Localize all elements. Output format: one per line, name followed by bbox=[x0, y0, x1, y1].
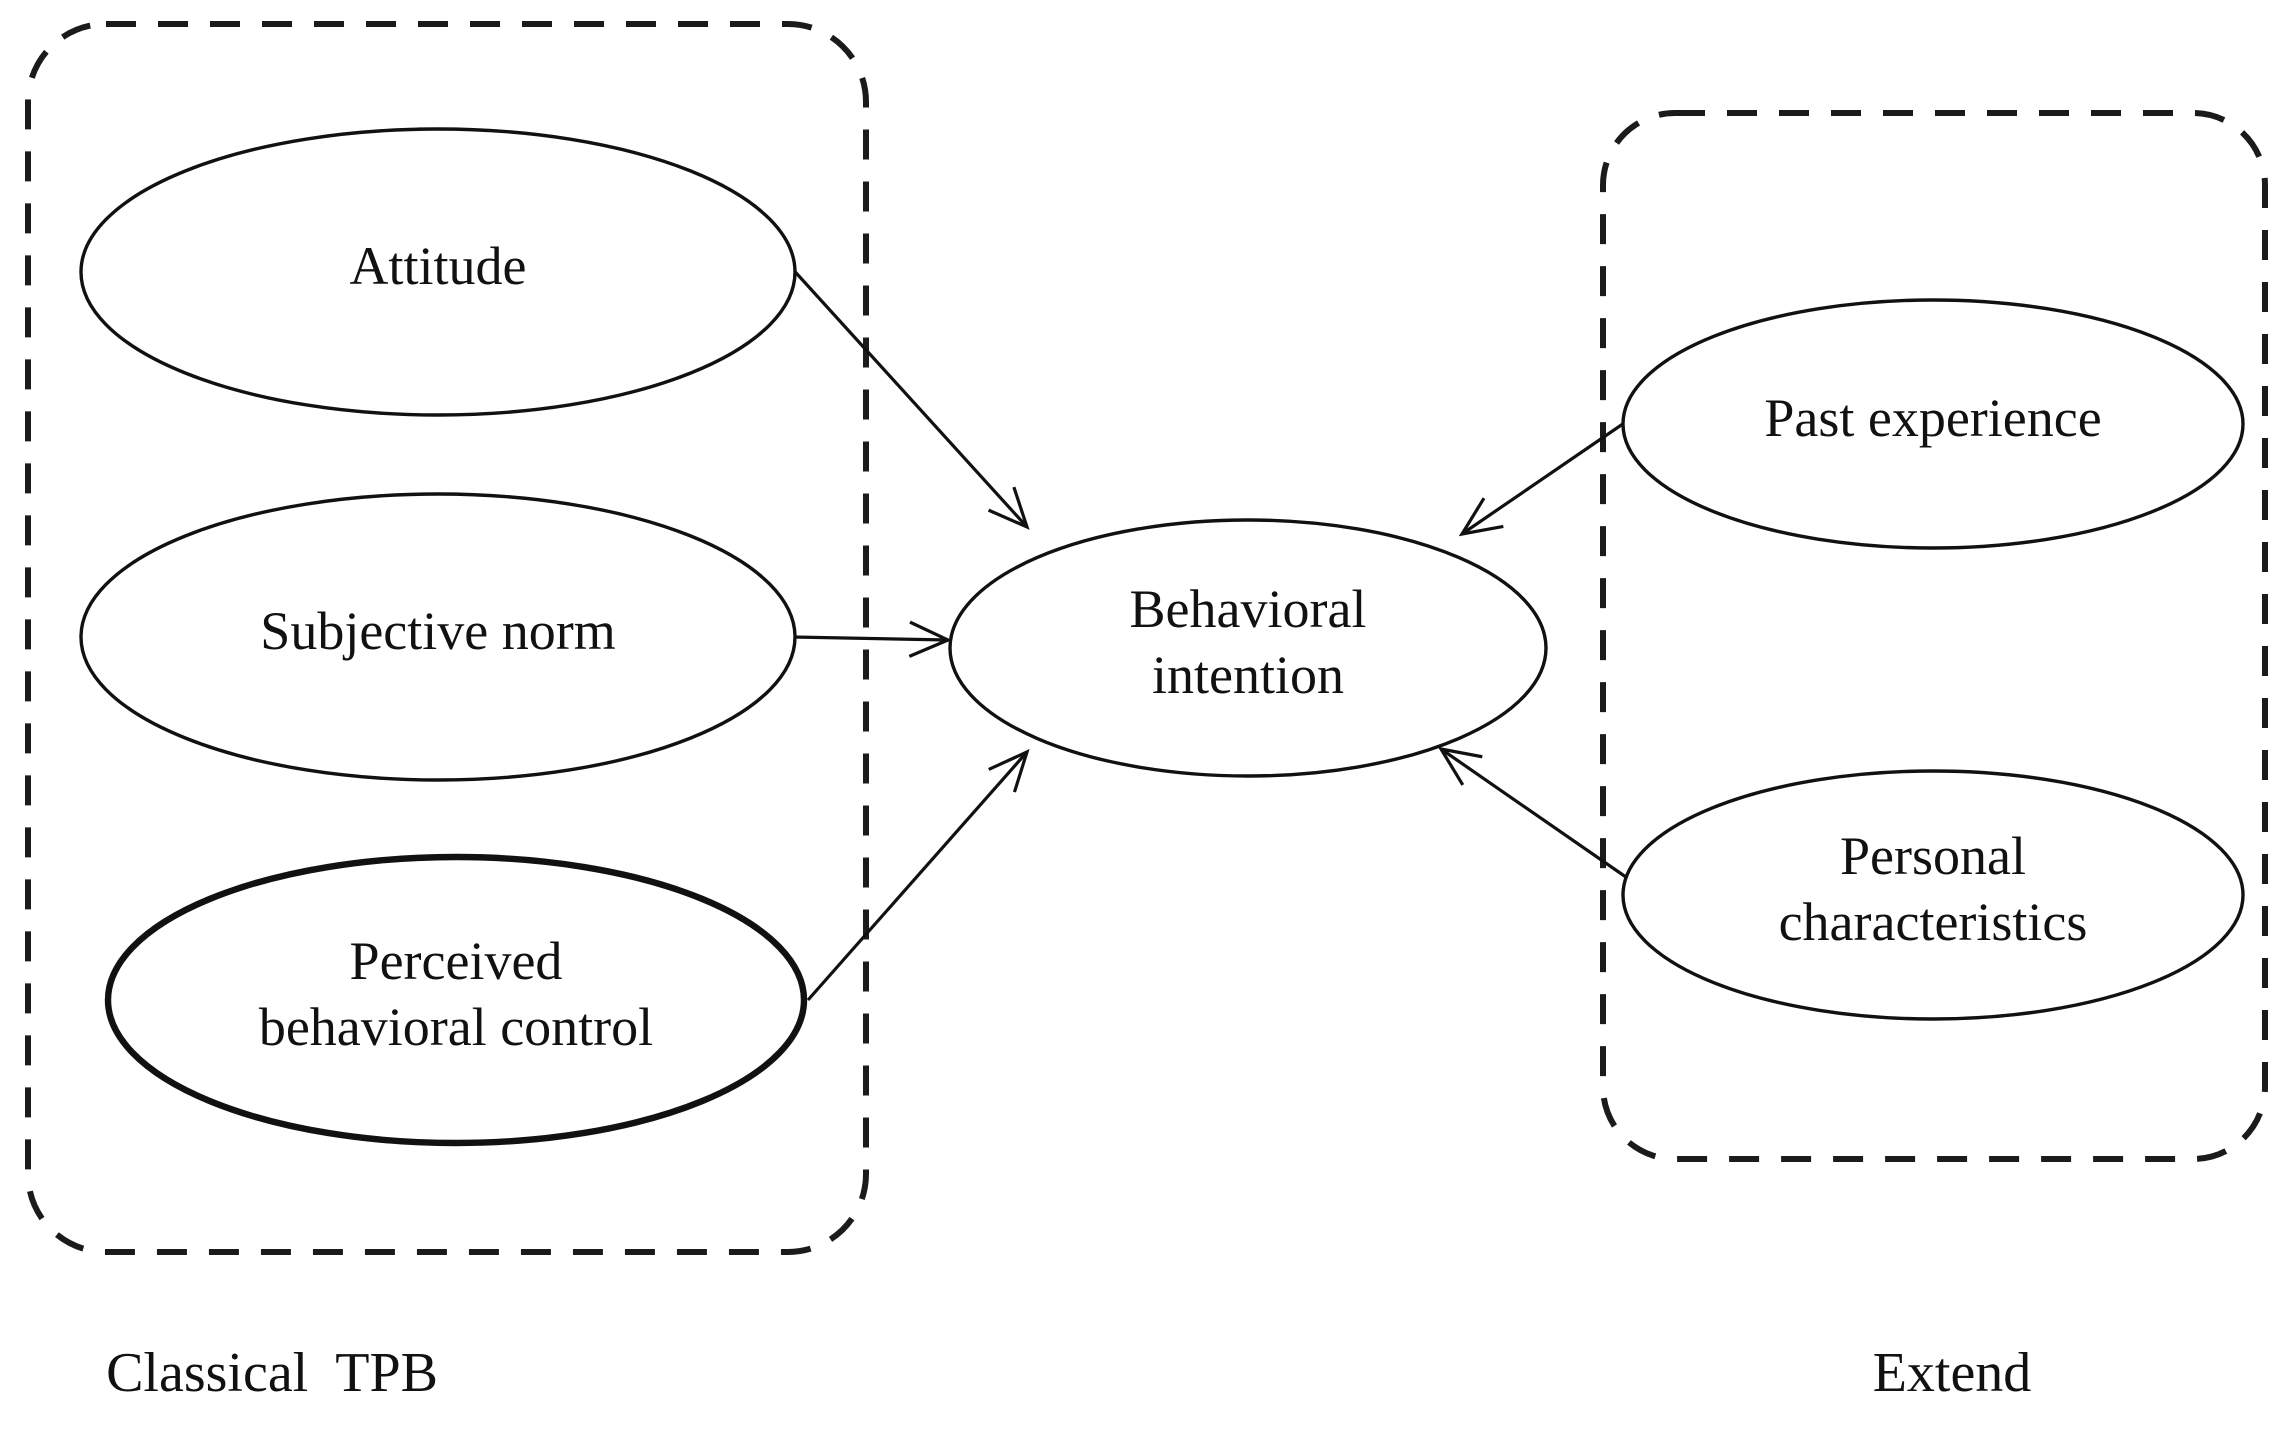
group-boxes bbox=[25, 21, 2268, 1255]
arrowhead-icon bbox=[908, 620, 952, 658]
arrowhead-icon bbox=[988, 749, 1030, 793]
node-ellipse bbox=[79, 127, 797, 417]
edge-personal-characteristics-to-intention bbox=[1437, 746, 1637, 886]
arrowhead-icon bbox=[1437, 746, 1483, 786]
node-ellipse bbox=[79, 492, 797, 782]
node-label: Attitude bbox=[350, 236, 527, 296]
edge-attitude-to-intention bbox=[786, 262, 1030, 530]
edge-subjective-norm-to-intention bbox=[792, 620, 952, 658]
edge-line bbox=[792, 635, 949, 642]
node-ellipse bbox=[1621, 769, 2245, 1021]
arrowhead-icon bbox=[1458, 497, 1504, 537]
edge-line bbox=[786, 262, 1029, 529]
arrowhead-icon bbox=[987, 486, 1030, 530]
edge-past-experience-to-intention bbox=[1458, 415, 1634, 537]
node-ellipse bbox=[1621, 298, 2245, 550]
group-box-classical-tpb bbox=[25, 21, 869, 1255]
node-subjective-norm[interactable]: Subjective norm bbox=[79, 492, 797, 782]
edge-line bbox=[806, 750, 1029, 1002]
group-box-extend bbox=[1600, 110, 2268, 1162]
node-ellipse bbox=[104, 853, 808, 1147]
node-attitude[interactable]: Attitude bbox=[79, 127, 797, 417]
node-label: Past experience bbox=[1764, 388, 2101, 448]
edge-pbc-to-intention bbox=[806, 749, 1030, 1002]
node-past-experience[interactable]: Past experience bbox=[1621, 298, 2245, 550]
edge-line bbox=[1461, 415, 1634, 536]
node-ellipse bbox=[948, 518, 1548, 778]
node-label: Subjective norm bbox=[260, 601, 615, 661]
edges bbox=[786, 262, 1637, 1002]
group-label-extend: Extend bbox=[1873, 1342, 2032, 1404]
edge-line bbox=[1440, 747, 1637, 886]
group-labels: Classical TPB Extend bbox=[106, 1342, 2031, 1404]
group-label-classical-tpb: Classical TPB bbox=[106, 1342, 438, 1404]
